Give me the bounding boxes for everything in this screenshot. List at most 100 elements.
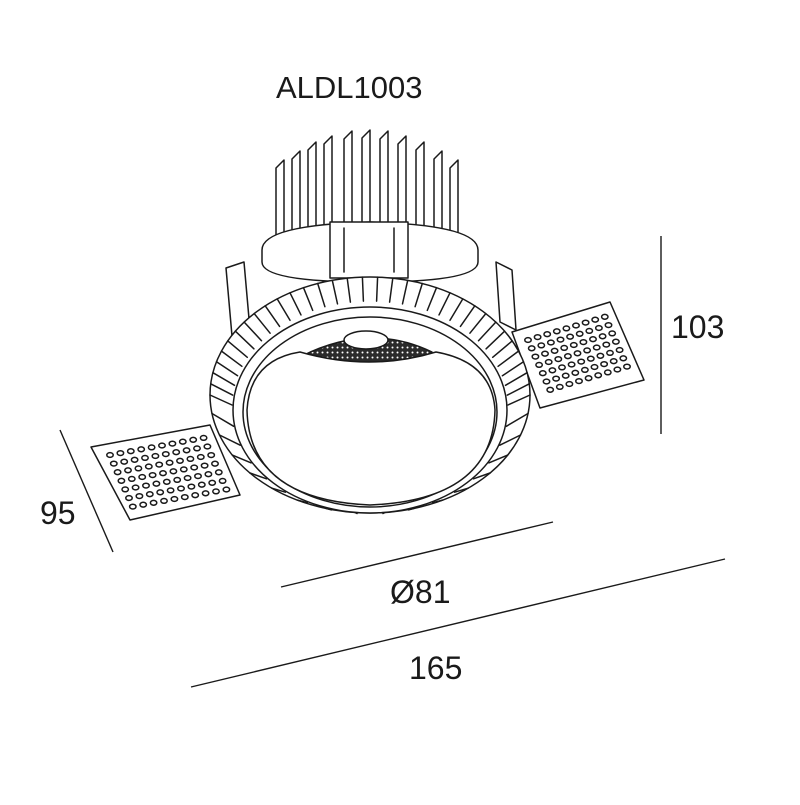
plate-hole: [173, 476, 182, 484]
plate-hole: [180, 493, 189, 501]
model-number: ALDL1003: [276, 70, 423, 105]
collar-rib: [488, 454, 509, 464]
plate-hole: [121, 486, 130, 493]
plate-hole: [218, 477, 227, 485]
collar-rib: [209, 383, 234, 396]
plate-hole: [127, 475, 136, 483]
plate-hole: [211, 460, 219, 467]
right-mounting-plate: [511, 301, 645, 409]
collar-rib: [234, 330, 255, 350]
plate-hole: [128, 503, 137, 510]
collar-rib: [453, 487, 469, 493]
plate-hole: [524, 336, 532, 344]
collar-rib: [316, 282, 326, 308]
collar-rib: [220, 350, 243, 368]
plate-hole: [581, 319, 590, 326]
plate-hole: [531, 353, 540, 360]
collar-rib: [414, 282, 424, 308]
collar-rib: [346, 277, 352, 303]
plate-hole: [142, 482, 150, 489]
diameter-label: Ø81: [390, 574, 451, 610]
heat-sink-fin: [449, 159, 459, 251]
plate-hole: [569, 341, 578, 349]
collar-rib: [426, 286, 438, 312]
plate-hole: [187, 483, 196, 490]
plate-hole: [141, 454, 149, 462]
collar-rib: [289, 292, 302, 316]
collar-rib: [438, 292, 451, 316]
plate-hole: [623, 363, 631, 370]
depth-label: 95: [40, 495, 76, 531]
left-mounting-plate: [90, 424, 241, 521]
heat-sink-fin: [275, 159, 285, 251]
collar-rib: [459, 305, 476, 328]
plate-hole: [548, 367, 557, 374]
collar-rib: [469, 312, 487, 334]
plate-hole: [604, 321, 613, 329]
plate-hole: [208, 479, 217, 486]
plate-hole: [183, 474, 192, 482]
width-label: 165: [409, 650, 463, 686]
plate-hole: [602, 341, 611, 348]
plate-hole: [130, 456, 139, 463]
collar-rib: [507, 394, 531, 406]
plate-hole: [611, 338, 620, 345]
plate-hole: [552, 328, 561, 335]
plate-hole: [135, 492, 144, 500]
collar-rib: [401, 279, 409, 305]
plate-hole: [201, 490, 210, 497]
collar-rib: [271, 487, 287, 493]
plate-hole: [566, 333, 575, 340]
plate-hole: [203, 443, 212, 450]
plate-hole: [544, 358, 553, 366]
plate-hole: [586, 355, 595, 362]
plate-hole: [543, 331, 552, 338]
plate-hole: [541, 350, 549, 357]
depth-dimension-line: [59, 429, 114, 553]
plate-hole: [598, 333, 607, 340]
plate-hole: [207, 451, 216, 459]
plate-hole: [580, 366, 589, 374]
plate-hole: [124, 467, 132, 474]
plate-hole: [538, 370, 547, 377]
heat-sink-fin: [343, 130, 353, 251]
plate-hole: [117, 477, 126, 484]
collar-rib: [449, 298, 464, 322]
collar-rib: [331, 279, 339, 305]
plate-hole: [196, 453, 205, 461]
plate-hole: [134, 465, 143, 472]
plate-hole: [585, 327, 594, 335]
collar-rib: [264, 305, 281, 328]
diameter-dimension-line: [280, 521, 554, 588]
plate-hole: [165, 459, 174, 466]
plate-hole: [138, 473, 147, 481]
plate-hole: [603, 369, 612, 376]
plate-hole: [594, 324, 603, 332]
collar-rib: [361, 276, 365, 302]
collar-rib: [472, 472, 491, 480]
plate-hole: [556, 336, 565, 343]
collar-rib: [504, 371, 528, 387]
plate-hole: [575, 377, 583, 385]
plate-hole: [120, 458, 129, 465]
collar-rib: [218, 434, 241, 446]
collar-rib: [375, 276, 379, 302]
plate-hole: [619, 355, 628, 362]
right-spring-clip: [495, 261, 517, 331]
collar-rib: [249, 472, 268, 480]
plate-hole: [577, 358, 586, 365]
dimension-lines: [59, 236, 726, 688]
plate-hole: [558, 364, 566, 371]
plate-hole: [590, 363, 599, 371]
plate-hole: [583, 347, 592, 354]
plate-hole: [160, 497, 168, 505]
plate-hole: [149, 499, 158, 506]
plate-hole: [608, 330, 617, 337]
collar-rib: [215, 361, 239, 377]
housing-clip-block: [329, 221, 409, 279]
plate-hole: [591, 316, 600, 323]
plate-hole: [527, 345, 536, 352]
heat-sink-fin: [433, 150, 443, 251]
plate-hole: [194, 472, 202, 480]
plate-hole: [555, 383, 564, 391]
